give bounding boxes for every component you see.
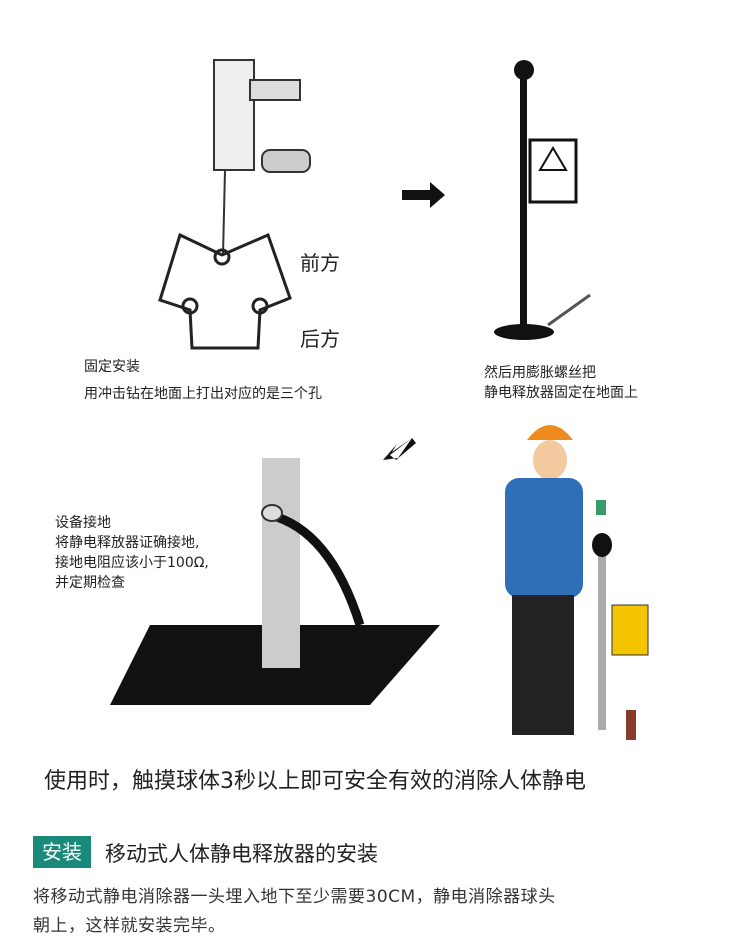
step2-line2: 静电释放器固定在地面上: [484, 385, 638, 401]
drill-illustration: [213, 59, 311, 256]
step3-title: 设备接地: [55, 515, 111, 531]
worker-illustration: [505, 425, 649, 740]
section-title: 移动式人体静电释放器的安装: [105, 842, 378, 866]
usage-caption: 使用时，触摸球体3秒以上即可安全有效的消除人体静电: [44, 769, 586, 794]
section-body-line1: 将移动式静电消除器一头埋入地下至少需要30CM，静电消除器球头: [33, 887, 556, 907]
arrow-down-left-icon: [383, 438, 416, 460]
three-hole-diagram: [158, 232, 292, 350]
step3-line3: 并定期检查: [55, 575, 125, 591]
section-tag: 安装: [33, 836, 91, 868]
step3-line2: 接地电阻应该小于100Ω,: [55, 555, 209, 571]
section-body-line2: 朝上，这样就安装完毕。: [33, 916, 226, 936]
arrow-right-icon: [402, 182, 445, 208]
step2-line1: 然后用膨胀螺丝把: [484, 365, 596, 381]
front-label: 前方: [300, 251, 340, 275]
back-label: 后方: [300, 327, 340, 351]
pole-illustration: [494, 60, 591, 340]
step1-title: 固定安装: [84, 359, 140, 375]
step1-desc: 用冲击钻在地面上打出对应的是三个孔: [84, 386, 322, 402]
step3-line1: 将静电释放器证确接地,: [55, 535, 200, 551]
grounding-illustration: [110, 458, 440, 705]
